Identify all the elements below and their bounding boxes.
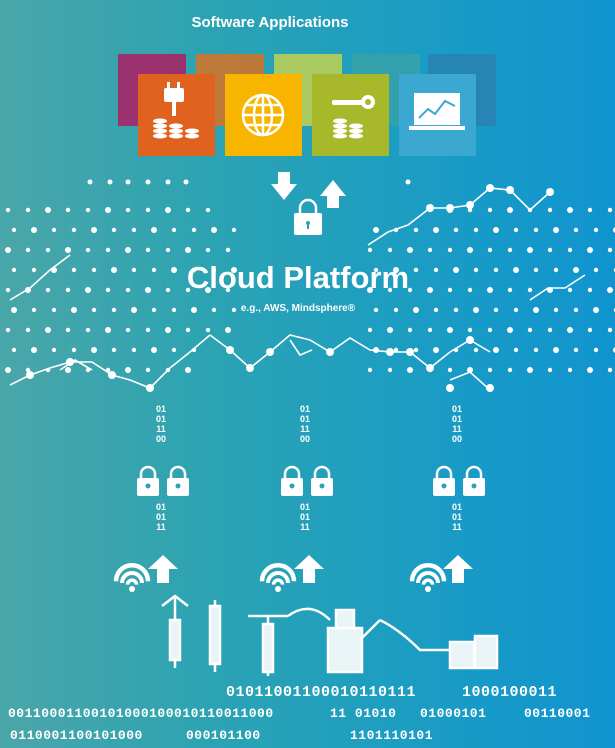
cloud-platform-title: Cloud Platform [186, 260, 410, 295]
globe-icon [241, 93, 285, 137]
cloud-dot-pattern [5, 179, 615, 373]
energy-cost-tile[interactable] [138, 74, 215, 156]
upload-arrow-icon [294, 555, 324, 583]
wifi-icon [259, 562, 297, 592]
wifi-row [113, 555, 473, 592]
padlock-icon [463, 465, 485, 496]
binary-line-3b: 000101100 [186, 728, 261, 743]
maintenance-cost-icon [332, 95, 375, 139]
padlock-icon [167, 465, 189, 496]
padlock-icon [281, 465, 303, 496]
padlock-icon [311, 465, 333, 496]
software-applications-title: Software Applications [191, 14, 349, 31]
upload-arrow-icon [443, 555, 473, 583]
padlock-icon [137, 465, 159, 496]
binary-line-2b: 11 01010 [330, 706, 397, 721]
binary-line-2c: 01000101 [420, 706, 487, 721]
wifi-icon [409, 562, 447, 592]
padlock-icon [433, 465, 455, 496]
cloud-platform-subtitle: e.g., AWS, Mindsphere® [240, 303, 356, 314]
binary-line-3a: 0110001100101000 [10, 728, 143, 743]
wifi-icon [113, 562, 151, 592]
cloud-lock-icon [294, 198, 322, 235]
network-nodes [26, 184, 554, 392]
sync-arrows-icon [271, 172, 346, 208]
binary-line-1a: 01011001100010110111 [226, 684, 417, 701]
maintenance-cost-tile[interactable] [312, 74, 389, 156]
binary-line-2d: 00110001 [524, 706, 591, 721]
globe-tile[interactable] [225, 74, 302, 156]
binary-line-3c: 1101110101 [350, 728, 434, 743]
upload-arrow-icon [148, 555, 178, 583]
analytics-laptop-icon [409, 93, 465, 130]
grid-equipment [161, 594, 499, 676]
energy-cost-icon [153, 82, 199, 139]
lock-row [137, 465, 485, 496]
analytics-tile[interactable] [399, 74, 476, 156]
binary-line-1b: 1000100011 [462, 684, 558, 701]
binary-line-2a: 00110001100101000100010110011000 [8, 706, 274, 721]
